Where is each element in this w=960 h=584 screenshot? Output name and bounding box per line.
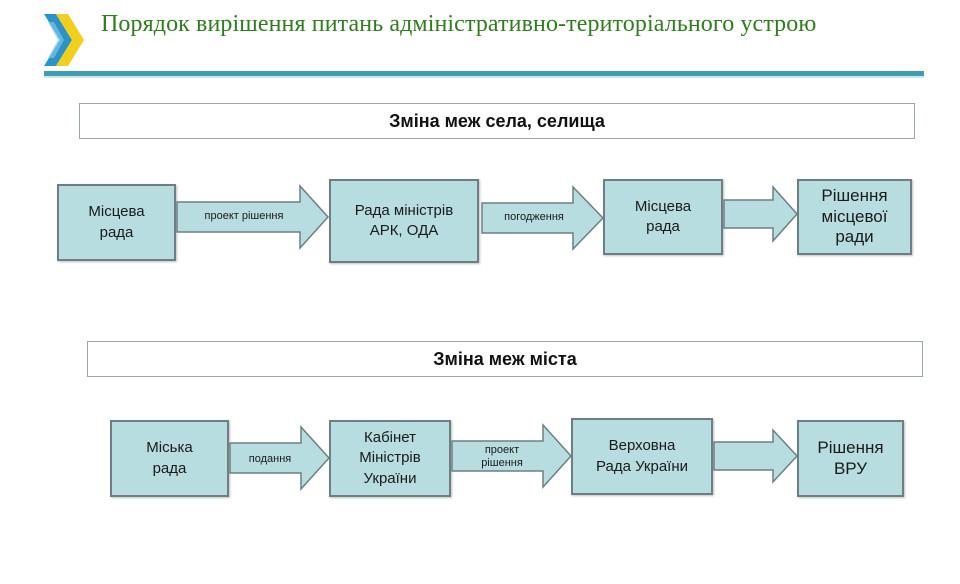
node-local-council: Місцева рада [57, 184, 176, 261]
chevron-arrows-icon [44, 14, 84, 66]
arrow-label-draft-decision: проект рішення [204, 210, 284, 222]
arrow-label-approval: погодження [504, 211, 564, 223]
arrow-label-submission: подання [248, 453, 292, 465]
node-vru-decision: Рішення ВРУ [797, 420, 904, 497]
node-city-council: Міська рада [110, 420, 229, 497]
section-header-city: Зміна меж міста [87, 341, 923, 377]
node-council-ministers: Рада міністрів АРК, ОДА [329, 179, 479, 263]
page-title: Порядок вирішення питань адміністративно… [101, 11, 817, 37]
arrow-to-vru-decision [713, 428, 799, 484]
node-local-decision: Рішення місцевої ради [797, 179, 912, 255]
node-local-council-2: Місцева рада [603, 179, 723, 255]
arrow-draft-decision-city [451, 423, 573, 489]
arrow-label-draft-decision-city: проект рішення [481, 444, 523, 469]
arrow-draft-decision [176, 184, 330, 250]
node-cabinet: Кабінет Міністрів України [329, 420, 451, 497]
arrow-to-decision [723, 185, 799, 243]
node-verkhovna-rada: Верховна Рада України [571, 418, 713, 495]
title-divider [44, 71, 924, 78]
arrow-approval [481, 185, 605, 251]
arrow-submission [229, 425, 331, 491]
section-header-village: Зміна меж села, селища [79, 103, 915, 139]
